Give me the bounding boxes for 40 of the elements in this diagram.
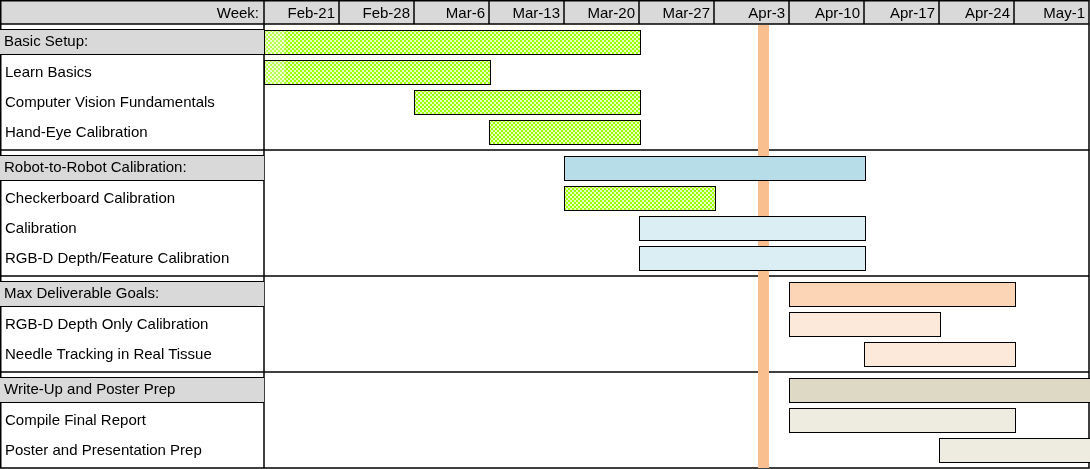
- task-bar: [864, 342, 1016, 367]
- task-name: Hand-Eye Calibration: [5, 122, 149, 142]
- summary-task-bar: [789, 282, 1016, 307]
- task-bar: [489, 120, 641, 145]
- week-date-heading: Mar-6: [444, 3, 486, 23]
- task-bar: [939, 438, 1090, 463]
- task-name: RGB-D Depth Only Calibration: [5, 314, 210, 334]
- task-name: Computer Vision Fundamentals: [5, 92, 216, 112]
- week-date-heading: Mar-27: [661, 3, 711, 23]
- task-bar: [639, 246, 866, 271]
- week-date-heading: Feb-21: [286, 3, 336, 23]
- task-bar: [264, 60, 491, 85]
- summary-task-bar: [789, 378, 1090, 403]
- task-bar: [564, 186, 716, 211]
- week-date-heading: Feb-28: [361, 3, 411, 23]
- task-name: Checkerboard Calibration: [5, 188, 177, 208]
- week-date-heading: Mar-13: [511, 3, 561, 23]
- week-column-heading: Week:: [215, 3, 260, 23]
- week-date-heading: Mar-20: [586, 3, 636, 23]
- task-name: RGB-D Depth/Feature Calibration: [5, 248, 231, 268]
- group-header-band: Write-Up and Poster Prep: [0, 377, 264, 403]
- group-header-band: Basic Setup:: [0, 29, 264, 55]
- task-name: Calibration: [5, 218, 78, 238]
- week-date-heading: Apr-3: [747, 3, 786, 23]
- summary-task-bar: [264, 30, 641, 55]
- week-date-heading: Apr-24: [963, 3, 1011, 23]
- task-bar: [414, 90, 641, 115]
- task-name: Learn Basics: [5, 62, 93, 82]
- week-date-heading: May-1: [1042, 3, 1086, 23]
- task-bar: [789, 312, 941, 337]
- task-bar: [639, 216, 866, 241]
- group-header-band: Max Deliverable Goals:: [0, 281, 264, 307]
- task-name: Compile Final Report: [5, 410, 147, 430]
- task-name: Poster and Presentation Prep: [5, 440, 203, 460]
- week-date-heading: Apr-10: [813, 3, 861, 23]
- task-name: Needle Tracking in Real Tissue: [5, 344, 213, 364]
- summary-task-bar: [564, 156, 866, 181]
- task-bar: [789, 408, 1016, 433]
- group-header-band: Robot-to-Robot Calibration:: [0, 155, 264, 181]
- week-date-heading: Apr-17: [888, 3, 936, 23]
